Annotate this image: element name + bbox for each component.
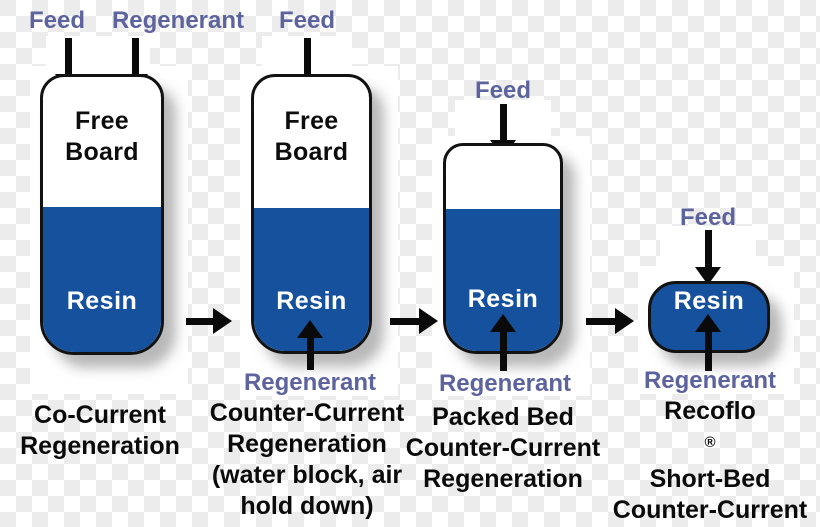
feed-label-stage3: Feed — [474, 77, 531, 104]
resin-label-stage4: Resin — [673, 287, 745, 315]
feed-label-stage2: Feed — [278, 7, 335, 34]
registered-trademark-symbol: ® — [704, 434, 716, 451]
feed-label-stage4: Feed — [679, 204, 736, 231]
flow-arrow-3-4 — [586, 308, 634, 334]
resin-label-stage3: Resin — [467, 285, 539, 313]
regenerant-label-stage3: Regenerant — [438, 370, 572, 397]
freeboard-label-stage1: Free Board — [65, 107, 139, 166]
vessel-stage2 — [251, 74, 372, 354]
regenerant-label-stage1: Regenerant — [111, 7, 245, 34]
regenerant-label-stage2: Regenerant — [243, 369, 377, 396]
resin-bed-stage1 — [43, 207, 161, 352]
resin-label-stage1: Resin — [66, 287, 138, 315]
regenerant-arrow-up-stage3 — [490, 314, 516, 371]
regenerant-arrow-up-stage2 — [297, 320, 323, 370]
caption-stage1: Co-Current Regeneration — [20, 401, 180, 460]
caption-stage2: Counter-Current Regeneration (water bloc… — [209, 399, 405, 520]
caption-stage4: Recoflo® Short-Bed Counter-Current Regen… — [612, 397, 808, 525]
resin-label-stage2: Resin — [276, 287, 347, 315]
freeboard-label-stage2: Free Board — [274, 107, 349, 166]
vessel-stage1 — [40, 74, 164, 355]
feed-label-stage1: Feed — [28, 7, 85, 34]
feed-arrow-down-stage4 — [695, 230, 721, 285]
flow-arrow-1-2 — [186, 308, 232, 334]
regenerant-label-stage4: Regenerant — [643, 367, 777, 394]
regenerant-arrow-up-stage4 — [695, 314, 721, 371]
flow-arrow-2-3 — [390, 308, 438, 334]
caption-stage3: Packed Bed Counter-Current Regeneration — [405, 403, 601, 493]
